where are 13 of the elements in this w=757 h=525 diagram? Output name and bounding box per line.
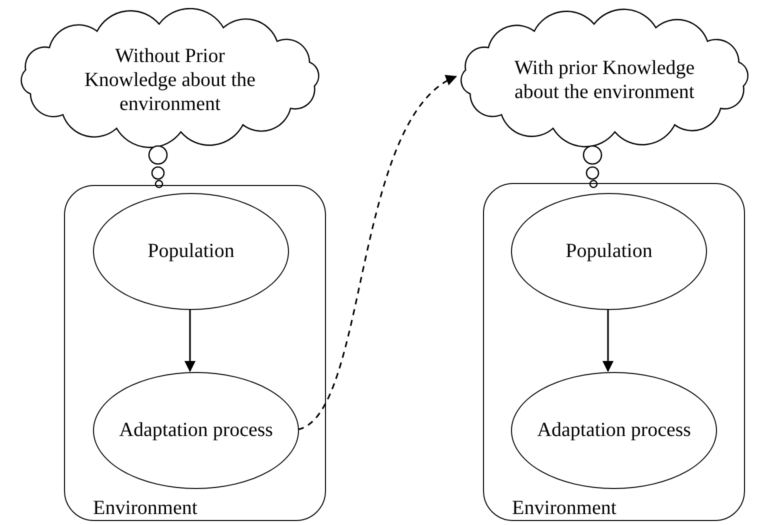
environment-frame bbox=[64, 185, 326, 521]
environment-frame bbox=[483, 183, 745, 521]
node-label: With prior Knowledge about the environment bbox=[513, 56, 696, 104]
arrow bbox=[184, 309, 196, 372]
node-label: Without Prior Knowledge about the environment bbox=[83, 44, 257, 116]
frame-label: Environment bbox=[93, 497, 198, 519]
node-label: Adaptation process bbox=[119, 418, 273, 443]
arrow bbox=[298, 76, 457, 430]
node-label: Population bbox=[148, 239, 234, 264]
node-label: Population bbox=[566, 239, 652, 264]
node-label: Adaptation process bbox=[537, 418, 691, 443]
arrow bbox=[602, 309, 614, 372]
frame-label: Environment bbox=[512, 497, 616, 519]
